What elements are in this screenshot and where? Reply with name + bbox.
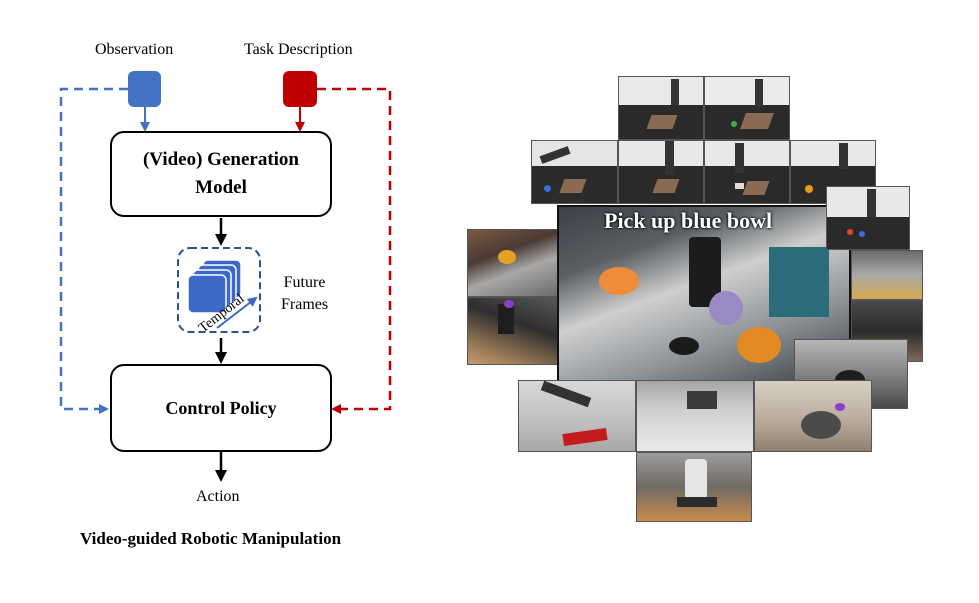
figure-caption: Video-guided Robotic Manipulation [80,529,342,548]
sim-frame [826,186,910,250]
kitchen-photo [467,297,559,365]
generation-model-line1: (Video) Generation [142,149,300,170]
sim-frame [704,76,790,140]
task-description-icon [283,71,317,107]
sim-frame [704,140,790,204]
generation-model-box: (Video) Generation Model [110,131,332,217]
future-frames-line1: Future [283,274,326,291]
sim-frame [618,140,704,204]
sim-frame [618,76,704,140]
robot-arm-photo [636,380,754,452]
flow-diagram: Temporal [59,71,392,482]
robot-arm-photo [518,380,636,452]
kitchen-photo [467,229,559,297]
sim-frame [531,140,618,204]
temporal-arrow [216,296,258,329]
observation-label: Observation [95,41,174,58]
control-policy-box: Control Policy [110,364,332,452]
control-policy-label: Control Policy [165,397,277,418]
observation-icon [128,71,161,107]
future-frames-stack [187,259,242,314]
generation-model-line2: Model [195,177,247,198]
task-overlay-text: Pick up blue bowl [604,208,773,233]
observation-to-policy-arrow [59,87,128,414]
robot-arm-photo [636,452,752,522]
future-frames-container [177,247,261,333]
kitchen-photo [851,250,923,300]
future-frames-label: Future Frames [281,272,328,316]
action-label: Action [196,488,240,505]
robot-arm-photo [754,380,872,452]
task-description-label: Task Description [244,41,353,58]
task-to-policy-arrow [317,87,392,414]
future-frames-line2: Frames [281,296,329,313]
